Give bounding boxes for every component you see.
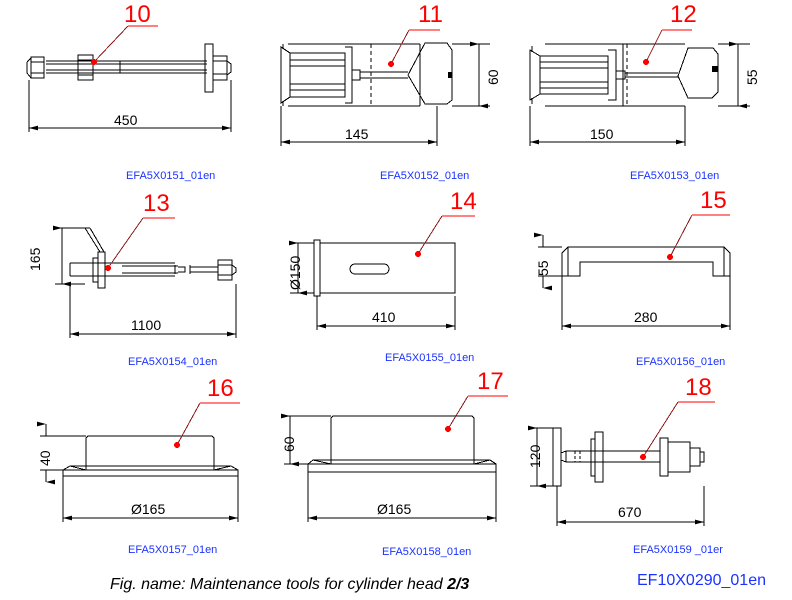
item-14-geometry <box>289 239 456 330</box>
item-15-geometry <box>534 232 731 330</box>
figure-caption-sheet: 2/3 <box>447 576 470 593</box>
item-12-leader <box>645 29 692 63</box>
item-13-leader <box>107 217 175 269</box>
dimension-13-length: 1100 <box>131 317 162 333</box>
sheet-code: EF10X0290_01en <box>637 572 766 589</box>
dimension-11-length: 145 <box>345 126 369 142</box>
item-14-leader <box>417 215 475 255</box>
callout-number-12: 12 <box>670 1 697 28</box>
item-16-leader <box>176 402 240 446</box>
dimension-15-height: 55 <box>535 260 551 276</box>
part-label-10: EFA5X0151_01en <box>126 170 216 182</box>
item-10-leader <box>93 25 158 63</box>
dimension-11-height: 60 <box>485 69 501 85</box>
dimension-13-height: 165 <box>27 247 43 271</box>
dimension-12-height: 55 <box>744 69 760 85</box>
figure-caption-text: Fig. name: Maintenance tools for cylinde… <box>110 576 448 593</box>
dimension-16-height: 40 <box>37 450 53 466</box>
dimension-12-length: 150 <box>590 126 614 142</box>
dimension-10-length: 450 <box>114 112 138 128</box>
part-label-17: EFA5X0158_01en <box>382 546 472 558</box>
item-17-geometry <box>281 413 497 522</box>
item-17-leader <box>447 395 508 430</box>
callout-number-11: 11 <box>418 1 443 28</box>
callout-number-15: 15 <box>700 187 727 214</box>
item-16-geometry <box>37 421 239 522</box>
part-label-18: EFA5X0159 _01er <box>633 544 723 556</box>
dimension-14-diameter: Ø150 <box>287 255 303 290</box>
item-15-leader <box>669 214 730 258</box>
dimension-18-length: 670 <box>618 504 642 520</box>
dimension-16-diameter: Ø165 <box>131 501 166 517</box>
item-10-geometry <box>26 43 232 132</box>
callout-number-17: 17 <box>477 368 504 395</box>
callout-number-13: 13 <box>143 190 170 217</box>
dimension-17-height: 60 <box>281 436 297 452</box>
callout-number-16: 16 <box>207 375 234 402</box>
dimension-18-height: 120 <box>527 444 543 468</box>
dimension-15-length: 280 <box>634 309 658 325</box>
figure-caption: Fig. name: Maintenance tools for cylinde… <box>110 576 469 594</box>
item-18-geometry <box>528 425 705 526</box>
item-12-geometry <box>529 41 750 146</box>
part-label-11: EFA5X0152_01en <box>380 170 470 182</box>
part-label-16: EFA5X0157_01en <box>128 544 218 556</box>
callout-number-14: 14 <box>450 188 477 215</box>
item-11-leader <box>390 29 440 65</box>
dimension-17-diameter: Ø165 <box>377 501 412 517</box>
item-11-geometry <box>280 41 490 146</box>
callout-number-18: 18 <box>685 374 712 401</box>
part-label-14: EFA5X0155_01en <box>385 352 475 364</box>
item-18-leader <box>642 401 715 458</box>
item-13-geometry <box>53 225 237 338</box>
part-label-12: EFA5X0153_01en <box>630 170 720 182</box>
callout-number-10: 10 <box>124 1 151 28</box>
part-label-13: EFA5X0154_01en <box>128 356 218 368</box>
dimension-14-length: 410 <box>372 309 396 325</box>
part-label-15: EFA5X0156_01en <box>636 356 726 368</box>
